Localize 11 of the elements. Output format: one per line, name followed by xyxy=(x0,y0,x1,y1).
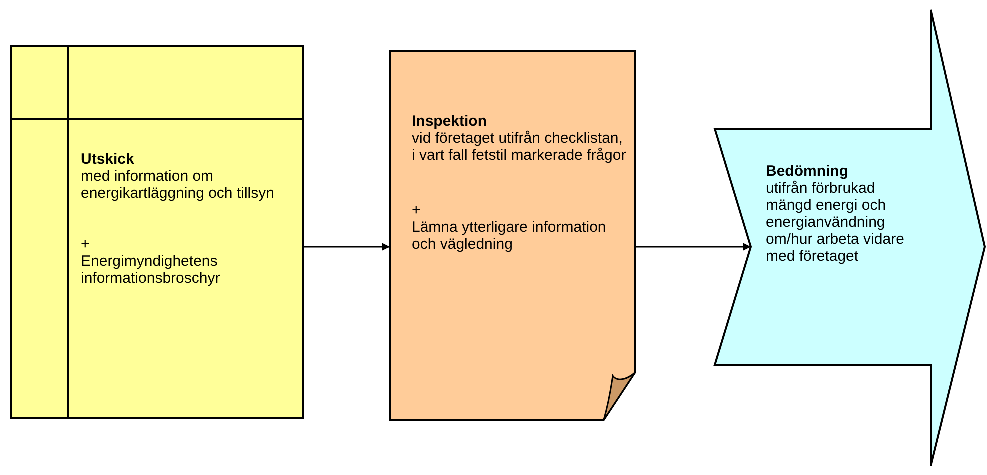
node-text: Lämna ytterligare information och vägledning xyxy=(412,219,608,253)
node-text: med information om energikartläggning och tillsyn xyxy=(81,168,276,202)
node-text: utifrån förbrukad mängd energi och energianvändning om/hur arbeta vidare med företaget xyxy=(766,180,906,265)
arrow xyxy=(303,243,390,251)
node-text: + xyxy=(81,236,91,253)
node-heading: Bedömning xyxy=(766,163,850,180)
node-text: Energimyndighetens informationsbroschyr xyxy=(81,253,222,287)
node-heading: Inspektion xyxy=(412,113,488,130)
node-heading: Utskick xyxy=(81,151,136,168)
node-text: + xyxy=(412,202,422,219)
node-text: vid företaget utifrån checklistan, i vart fall fetstil markerade frågor xyxy=(412,130,627,164)
